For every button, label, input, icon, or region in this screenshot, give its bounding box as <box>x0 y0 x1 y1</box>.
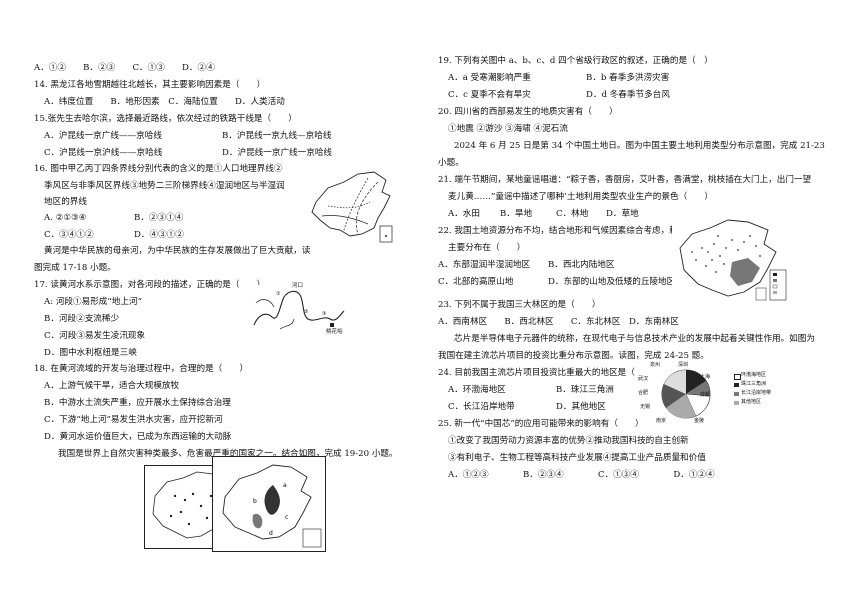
yellow-river-map: ① ② ③ 河口 桃花峪 <box>250 283 346 337</box>
intro21-line2: 小题。 <box>438 158 464 168</box>
q19-option-b: B．b 春季多洪涝灾害 <box>586 73 670 83</box>
legend-swatch <box>734 374 741 380</box>
q25-line2: ③有利电子、生物工程等高科技产业发展④提高工业产品质量和价值 <box>448 453 706 463</box>
q18-stem: 18. 在黄河流域的开发与治理过程中，合理的是（ ） <box>34 364 249 374</box>
q21-option-b: B．旱地 <box>500 209 533 219</box>
q16-option-d: D．④③①② <box>134 230 184 240</box>
q22-line1: 22. 我国土地资源分布不均，结合地形和气候因素综合考虑，耕地 <box>438 226 687 236</box>
pie-label-chengdu: 成都 <box>700 392 711 398</box>
q21-line2: 麦儿黄……”童谣中描述了哪种’土地利用类型农业生产的景色（ ） <box>448 192 713 202</box>
q22-option-c: C．北部的高原山地 <box>438 277 514 287</box>
q16-line2: 季风区与非季风区界线③地势二三阶梯界线④湿润地区与半湿润 <box>44 181 285 191</box>
q22-line2: 主要分布在（ ） <box>448 243 526 253</box>
q19-stem: 19. 下列有关图中 a、b、c、d 四个省级行政区的叙述，正确的是（ ） <box>438 56 713 66</box>
pie-label-shenzhen: 深圳 <box>678 362 689 368</box>
q19-option-c: C．c 夏季不会有旱灾 <box>448 90 531 100</box>
pie-label-hefei: 合肥 <box>638 390 649 396</box>
intro24-line2: 我国在建主流芯片项目的投资比重分布示意图。读图，完成 24-25 题。 <box>438 351 709 361</box>
q23-stem: 23. 下列不属于我国三大林区的是（ ） <box>438 300 601 310</box>
intro17-line1: 黄河是中华民族的母亲河，为中华民族的生存发展做出了巨大贡献，读 <box>44 246 311 256</box>
q21-line1: 21. 端午节期间，某地童谣唱道：“粽子香，香厨房，艾叶香，香满堂，桃枝插在大门… <box>438 175 812 185</box>
intro19: 我国是世界上自然灾害种类最多、危害最严重的国家之一。结合如图，完成 19-20 … <box>58 449 398 459</box>
svg-text:③: ③ <box>322 311 326 317</box>
q16-line1: 16. 图中甲乙丙丁四条界线分别代表的含义的是①人口地理界线② <box>34 164 283 174</box>
q16-option-b: B．②③①④ <box>134 213 184 223</box>
q15-option-a: A．沪昆线一京广线——京哈线 <box>44 131 162 141</box>
svg-text:b: b <box>253 498 257 505</box>
q17-stem: 17. 读黄河水系示意图，对各河段的描述，正确的是（ ） <box>34 280 266 290</box>
q13-options: A．①② B．②③ C．①③ D．②④ <box>34 63 215 73</box>
q24-option-a: A．环渤海地区 <box>448 385 506 395</box>
legend-swatch <box>734 401 739 405</box>
pie-legend: 环渤海地区 珠江三角洲 长江沿岸地带 其他地区 <box>734 372 788 410</box>
map-label-hekou: 河口 <box>292 283 304 289</box>
q25-line1: ①改变了我国劳动力资源丰富的优势②推动我国科技的自主创新 <box>448 436 689 446</box>
q18-option-d: D．黄河水运价值巨大，已成为东西运输的大动脉 <box>44 432 232 442</box>
svg-text:①: ① <box>276 291 281 297</box>
legend-label: 长江沿岸地带 <box>741 390 772 396</box>
q15-option-c: C．沪昆线一京沪线——京哈线 <box>44 148 163 158</box>
q17-option-d: D．图中水利枢纽是三峡 <box>44 348 137 358</box>
q22-option-d: D．东部的山地及低矮的丘陵地区 <box>548 277 676 287</box>
q21-option-a: A．水田 <box>448 209 480 219</box>
q21-option-d: D．草地 <box>606 209 639 219</box>
legend-swatch <box>734 383 739 387</box>
legend-label: 环渤海地区 <box>741 372 767 378</box>
svg-text:a: a <box>283 482 287 489</box>
q24-option-d: D．其他地区 <box>556 402 606 412</box>
map-label-taohuayu: 桃花峪 <box>326 329 343 335</box>
svg-text:②: ② <box>304 309 309 315</box>
intro24-line1: 芯片是半导体电子元器件的统称，在现代电子与信息技术产业的发展中起着关键性作用。如… <box>454 334 815 344</box>
chip-investment-pie: 泉州 深圳 武汉 合肥 上海 成都 无锡 南京 金陵 环渤海地区 珠江三角洲 长… <box>636 362 792 426</box>
q19-option-d: D．d 冬春季节多台风 <box>586 90 670 100</box>
q16-option-a: A. ②①③④ <box>44 213 87 223</box>
pie-label-quanzhou: 泉州 <box>650 362 661 368</box>
legend-label: 珠江三角洲 <box>741 381 767 387</box>
q14-options: A．纬度位置 B．地形因素 C．海陆位置 D．人类活动 <box>44 97 285 107</box>
svg-text:d: d <box>269 530 273 537</box>
intro17-line2: 图完成 17-18 小题。 <box>34 263 116 273</box>
q18-option-b: B．中游水土流失严重，应开展水土保持综合治理 <box>44 398 231 408</box>
q18-option-c: C．下游“地上河”易发生洪水灾害，应开挖新河 <box>44 415 223 425</box>
q25-stem: 25. 新一代“中国芯”的应用可能带来的影响有（ ） <box>438 419 644 429</box>
q23-options: A．西南林区 B．西北林区 C．东北林区 D．东南林区 <box>438 317 679 327</box>
q15-stem: 15.张先生去哈尔滨，选择最近路线，依次经过的铁路干线是（ ） <box>34 114 297 124</box>
q17-option-b: B．河段②支流稀少 <box>44 314 120 324</box>
q17-option-c: C．河段③易发生凌汛现象 <box>44 331 146 341</box>
q20-stem: 20. 四川省的西部易发生的地质灾害有（ ） <box>438 107 618 117</box>
q24-option-c: C．长江沿岸地带 <box>448 402 515 412</box>
q24-stem: 24. 目前我国主流芯片项目投资比重最大的地区是（ ） <box>438 368 661 378</box>
q16-option-c: C．③④①② <box>44 230 94 240</box>
land-use-map <box>672 212 790 304</box>
pie-label-wuxi: 无锡 <box>640 404 651 410</box>
q22-option-b: B．西北内陆地区 <box>548 260 615 270</box>
intro21-line1: 2024 年 6 月 25 日是第 34 个中国土地日。图为中国主要土地利用类型… <box>454 141 825 151</box>
legend-swatch <box>734 392 739 396</box>
q16-line3: 地区的界线 <box>44 197 87 207</box>
pie-label-jinling: 金陵 <box>694 418 705 424</box>
q22-option-a: A．东部湿润半湿润地区 <box>438 260 531 270</box>
q14-stem: 14. 黑龙江各地雪期越往北越长，其主要影响因素是（ ） <box>34 80 266 90</box>
svg-text:c: c <box>285 514 288 521</box>
q24-option-b: B．珠江三角洲 <box>556 385 614 395</box>
pie-label-wuhan: 武汉 <box>638 376 649 382</box>
pie-label-nanjing: 南京 <box>656 418 667 424</box>
pie-label-shanghai: 上海 <box>700 374 711 380</box>
q19-option-a: A．a 受寒潮影响严重 <box>448 73 531 83</box>
q18-option-a: A．上游气候干旱，适合大规模放牧 <box>44 381 180 391</box>
q17-option-a: A: 河段①易形成“地上河” <box>44 297 142 307</box>
china-boundary-map <box>298 166 398 246</box>
q15-option-d: D．沪昆线一京广线一京哈线 <box>222 148 333 158</box>
q20-items: ①地震 ②游沙 ③海啸 ④泥石流 <box>448 124 568 134</box>
q21-option-c: C．林地 <box>556 209 589 219</box>
q15-option-b: B．沪昆线一京九线—京哈线 <box>222 131 332 141</box>
disaster-map-right: a b c d <box>212 456 326 552</box>
legend-label: 其他地区 <box>741 399 762 405</box>
q25-options: A．①②③ B．②③④ C．①③④ D．①②④ <box>448 470 715 480</box>
